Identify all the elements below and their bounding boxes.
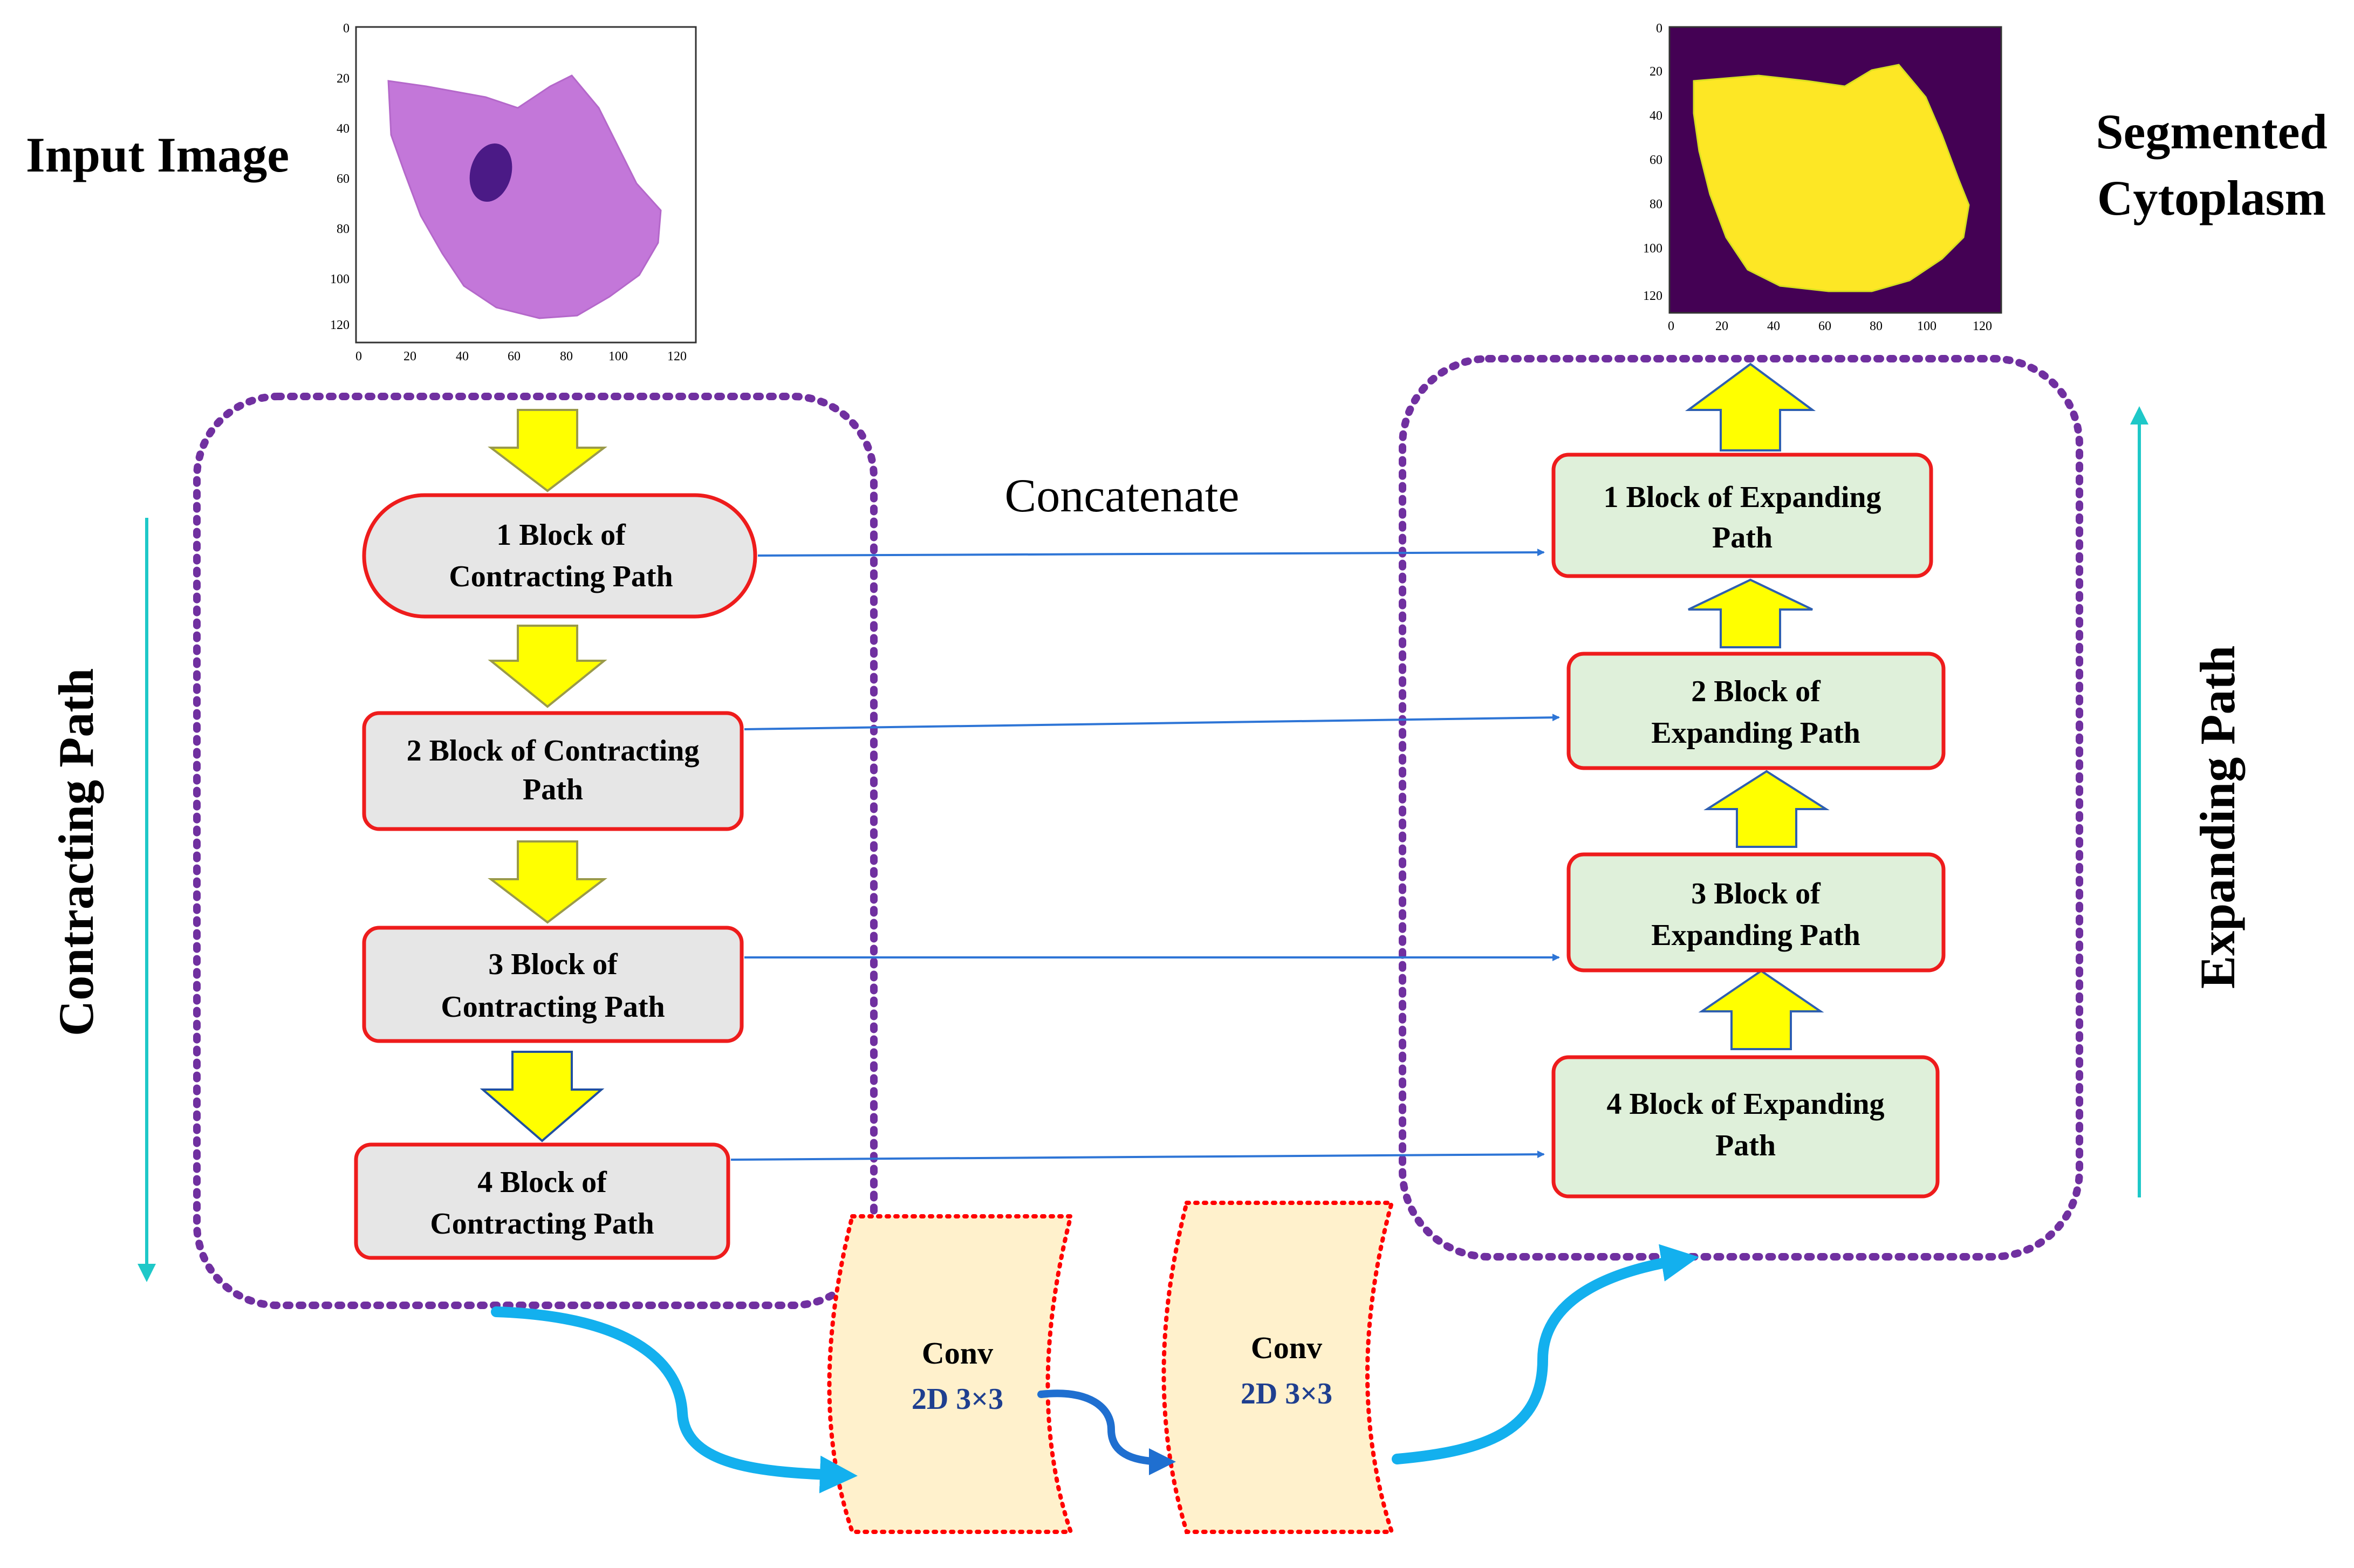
up-arrow-icon [1688,578,1813,648]
svg-text:120: 120 [667,350,687,364]
conv-to-conv-curve [1037,1389,1176,1475]
svg-text:Contracting Path: Contracting Path [449,560,673,593]
input-x-ticks: 0 20 40 60 80 100 120 [355,350,687,364]
svg-text:Expanding Path: Expanding Path [1651,716,1860,750]
svg-text:Conv: Conv [922,1336,993,1371]
skip-connection-4 [730,1151,1545,1161]
down-arrow-icon [480,1051,605,1142]
svg-text:80: 80 [1870,319,1883,333]
expanding-block-4: 4 Block of Expanding Path [1551,1055,1940,1199]
contracting-path-label: Contracting Path [49,668,104,1036]
svg-text:2 Block of Contracting: 2 Block of Contracting [407,734,700,768]
svg-text:60: 60 [1650,153,1662,167]
svg-text:4 Block of: 4 Block of [477,1166,607,1199]
svg-text:Contracting Path: Contracting Path [441,990,665,1024]
svg-text:100: 100 [1917,319,1936,333]
conv-block-2: Conv 2D 3×3 [1161,1201,1395,1534]
input-image-plot: 0 20 40 60 80 100 120 0 20 40 60 80 100 … [330,22,697,364]
conv-to-expanding-curve [1392,1244,1699,1464]
contracting-block-3: 3 Block of Contracting Path [362,926,744,1043]
svg-text:120: 120 [330,318,350,332]
svg-text:40: 40 [337,122,350,136]
expanding-block-2: 2 Block of Expanding Path [1566,652,1946,770]
skip-connection-2 [744,714,1560,730]
svg-text:0: 0 [355,350,362,364]
svg-text:60: 60 [337,172,350,186]
svg-text:100: 100 [1643,242,1662,256]
svg-text:2D 3×3: 2D 3×3 [1241,1377,1332,1410]
expanding-block-3: 3 Block of Expanding Path [1566,852,1946,973]
segmented-mask [1693,64,1970,292]
concatenate-label: Concatenate [1005,470,1240,522]
down-arrow-icon [488,409,607,492]
contracting-block-4: 4 Block of Contracting Path [354,1142,730,1260]
segmented-output-plot: 0 20 40 60 80 100 120 0 20 40 60 80 100 … [1643,22,2002,333]
svg-text:2D 3×3: 2D 3×3 [912,1382,1003,1416]
svg-text:60: 60 [508,350,521,364]
contracting-block-2: 2 Block of Contracting Path [362,711,744,831]
svg-text:100: 100 [330,272,350,286]
svg-text:40: 40 [1650,109,1662,123]
svg-text:120: 120 [1973,319,1992,333]
svg-text:120: 120 [1643,289,1662,303]
cell-cytoplasm [387,74,662,319]
svg-text:3 Block of: 3 Block of [1691,877,1821,910]
svg-text:0: 0 [1656,22,1662,36]
down-arrow-icon [488,625,607,708]
svg-text:0: 0 [343,22,350,36]
svg-text:Path: Path [1712,521,1773,554]
up-arrow-icon [1698,969,1824,1050]
input-image-label: Input Image [26,127,289,182]
svg-text:20: 20 [337,72,350,86]
down-to-conv-curve [491,1306,858,1494]
output-x-ticks: 0 20 40 60 80 100 120 [1668,319,1992,333]
expanding-flow-arrows [1685,362,1830,1050]
conv-block-1: Conv 2D 3×3 [827,1214,1074,1534]
segmented-label-line2: Cytoplasm [2097,170,2326,225]
contracting-block-1: 1 Block of Contracting Path [362,493,757,619]
svg-text:Contracting Path: Contracting Path [430,1207,654,1241]
svg-text:20: 20 [1650,65,1662,79]
svg-text:4 Block of Expanding: 4 Block of Expanding [1606,1087,1884,1121]
svg-text:60: 60 [1818,319,1831,333]
expanding-container [1399,355,2083,1261]
svg-text:40: 40 [1767,319,1780,333]
expanding-block-1: 1 Block of Expanding Path [1551,453,1933,578]
svg-text:Conv: Conv [1251,1330,1322,1365]
contracting-container [193,393,878,1309]
svg-text:3 Block of: 3 Block of [488,948,618,981]
svg-text:Path: Path [1715,1129,1776,1162]
down-arrow-icon [488,840,607,924]
up-arrow-icon [1703,770,1830,848]
svg-text:80: 80 [337,222,350,236]
svg-text:1 Block of Expanding: 1 Block of Expanding [1603,481,1881,514]
svg-text:0: 0 [1668,319,1674,333]
svg-text:Expanding Path: Expanding Path [1651,919,1860,952]
segmented-label-line1: Segmented [2096,104,2327,159]
contracting-flow-arrows [480,409,607,1142]
svg-text:40: 40 [456,350,469,364]
up-arrow-icon [1685,362,1816,451]
cell-nucleus [469,143,512,202]
svg-text:2 Block of: 2 Block of [1691,675,1821,708]
svg-text:80: 80 [560,350,573,364]
input-y-ticks: 0 20 40 60 80 100 120 [330,22,350,332]
svg-text:100: 100 [608,350,628,364]
svg-text:20: 20 [403,350,416,364]
svg-text:80: 80 [1650,197,1662,211]
svg-text:1 Block of: 1 Block of [496,518,626,552]
output-y-ticks: 0 20 40 60 80 100 120 [1643,22,1662,303]
svg-text:Path: Path [523,773,583,806]
skip-connection-1 [757,549,1545,557]
svg-text:20: 20 [1715,319,1728,333]
expanding-path-label: Expanding Path [2190,646,2245,989]
skip-connections [730,549,1560,1161]
